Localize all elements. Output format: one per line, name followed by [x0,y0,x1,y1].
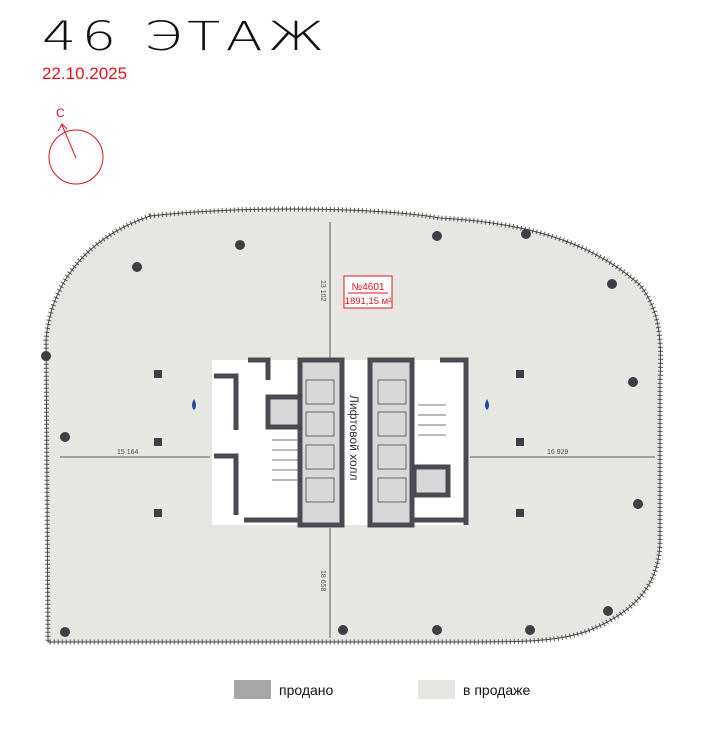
unit-number: №4601 [352,282,385,293]
plan-date: 22.10.2025 [42,64,128,83]
dim-left: 15 164 [117,449,139,456]
dim-right: 16 929 [547,449,569,456]
legend-label-sold: продано [279,681,334,698]
dim-top: 13 102 [319,280,326,302]
compass-north-label: С [56,106,65,120]
legend-for-sale: в продаже [418,680,530,699]
dim-bottom: 18 658 [319,570,326,592]
legend-label-for-sale: в продаже [463,681,531,698]
unit-label[interactable]: №4601 1891,15 м² [343,275,393,309]
unit-area: 1891,15 м² [345,296,392,307]
water-riser-icon [192,399,489,410]
building-core: Лифтовой холл [212,357,469,528]
legend-swatch-for-sale [418,680,455,699]
floor-title: 46 ЭТАЖ [42,14,330,60]
lift-hall-label: Лифтовой холл [347,395,361,480]
legend-swatch-sold [234,680,271,699]
compass-icon: С [48,106,104,185]
legend-sold: продано [234,680,333,699]
columns [41,229,643,637]
